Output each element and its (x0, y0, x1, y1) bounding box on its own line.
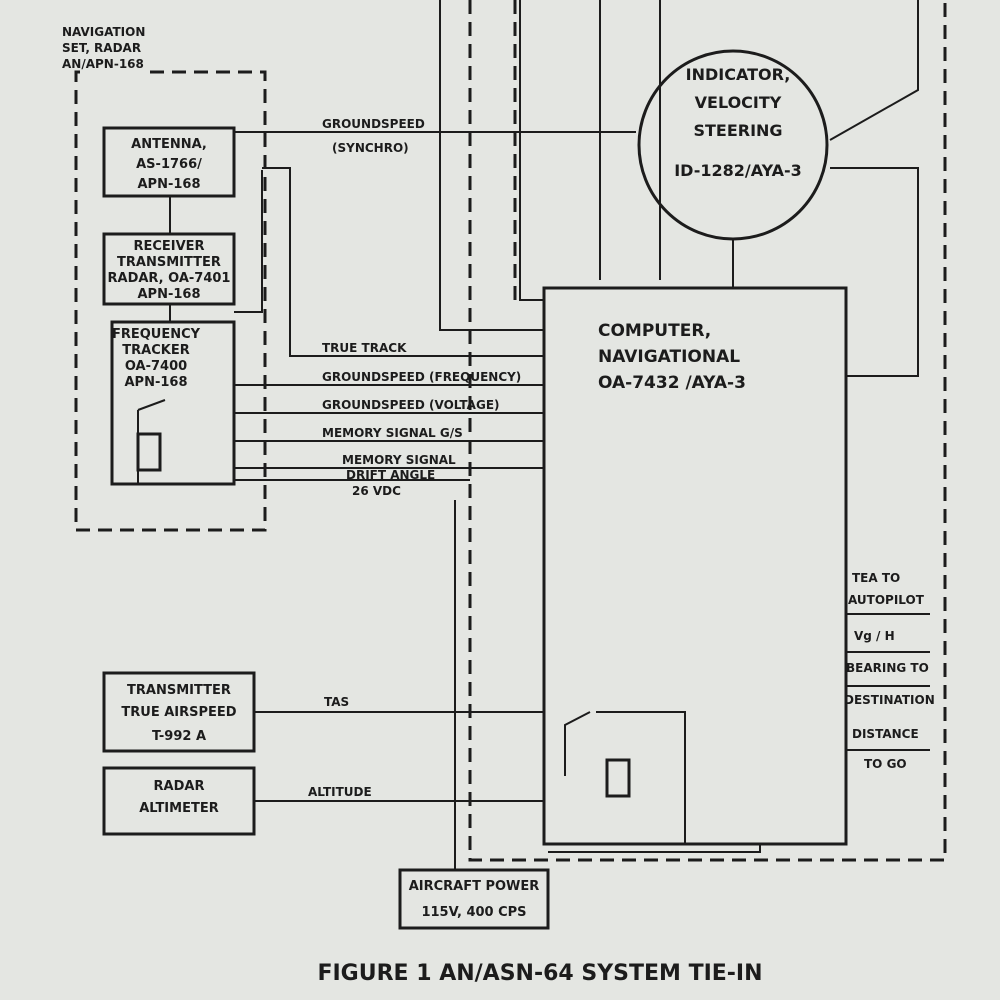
altitude-label: ALTITUDE (308, 785, 372, 799)
drift-angle-label: DRIFT ANGLE (346, 468, 435, 482)
nav-set-line-3: AN/APN-168 (62, 57, 144, 71)
true-track-line (262, 167, 544, 357)
tas-tx-line-1: TRANSMITTER (127, 683, 231, 698)
tas-tx-line-3: T-992 A (152, 729, 206, 744)
computer-relay (564, 711, 686, 844)
antenna-line-2: AS-1766/ (136, 157, 202, 172)
antenna-line-1: ANTENNA, (131, 137, 207, 152)
aircraft-power-box (398, 868, 550, 930)
computer-line-3: OA-7432 /AYA-3 (598, 373, 746, 393)
tracker-relay-coil (136, 432, 162, 472)
bus-left (439, 0, 544, 331)
nav-set-line-2: SET, RADAR (62, 41, 141, 55)
indicator-line-1: INDICATOR, (686, 65, 791, 84)
gs-frequency-label: GROUNDSPEED (FREQUENCY) (322, 370, 521, 384)
figure-caption: FIGURE 1 AN/ASN-64 SYSTEM TIE-IN (317, 961, 762, 986)
indicator-line-3: STEERING (693, 121, 782, 140)
tracker-line-4: APN-168 (124, 375, 187, 390)
gs-voltage-label: GROUNDSPEED (VOLTAGE) (322, 398, 500, 412)
receiver-line-2: TRANSMITTER (117, 255, 221, 270)
antenna-line-3: APN-168 (137, 177, 200, 192)
groundspeed-synchro-label-1: GROUNDSPEED (322, 117, 425, 131)
navigational-computer-box (542, 286, 848, 846)
tracker-line-1: FREQUENCY (112, 327, 201, 342)
tracker-line-3: OA-7400 (125, 359, 187, 374)
receiver-line-3: RADAR, OA-7401 (108, 271, 231, 286)
receiver-line-1: RECEIVER (133, 239, 204, 254)
indicator-feedback (830, 167, 919, 377)
nav-set-line-1: NAVIGATION (62, 25, 145, 39)
memory-signal-label: MEMORY SIGNAL (342, 453, 456, 467)
output-label-6: DISTANCE (852, 727, 919, 741)
computer-line-2: NAVIGATIONAL (598, 347, 740, 367)
altimeter-line-2: ALTIMETER (139, 801, 218, 816)
indicator-line-4: ID-1282/AYA-3 (674, 161, 802, 180)
power-line-2: 115V, 400 CPS (421, 905, 526, 920)
bus-mid (519, 0, 544, 301)
vdc-label: 26 VDC (352, 484, 401, 498)
output-label-7: TO GO (864, 757, 907, 771)
tas-tx-line-2: TRUE AIRSPEED (121, 705, 236, 720)
power-feed (548, 844, 761, 853)
tas-label: TAS (324, 695, 349, 709)
output-label-4: BEARING TO (846, 661, 929, 675)
output-label-3: Vg / H (854, 629, 895, 643)
memory-gs-label: MEMORY SIGNAL G/S (322, 426, 463, 440)
system-enclosure (468, 0, 947, 862)
computer-relay-coil (605, 758, 631, 798)
tracker-line-2: TRACKER (122, 343, 189, 358)
true-track-label: TRUE TRACK (322, 341, 407, 355)
nav-set-enclosure (74, 70, 267, 532)
altimeter-line-1: RADAR (154, 779, 205, 794)
output-label-5: DESTINATION (844, 693, 935, 707)
receiver-line-4: APN-168 (137, 287, 200, 302)
output-label-1: TEA TO (852, 571, 900, 585)
frequency-tracker-box (110, 320, 236, 486)
indicator-top-feed (829, 0, 919, 141)
output-label-2: AUTOPILOT (848, 593, 925, 607)
groundspeed-synchro-label-2: (SYNCHRO) (332, 141, 409, 155)
tracker-riser (234, 170, 263, 313)
power-line-1: AIRCRAFT POWER (409, 879, 540, 894)
indicator-line-2: VELOCITY (695, 93, 782, 112)
computer-line-1: COMPUTER, (598, 321, 711, 341)
